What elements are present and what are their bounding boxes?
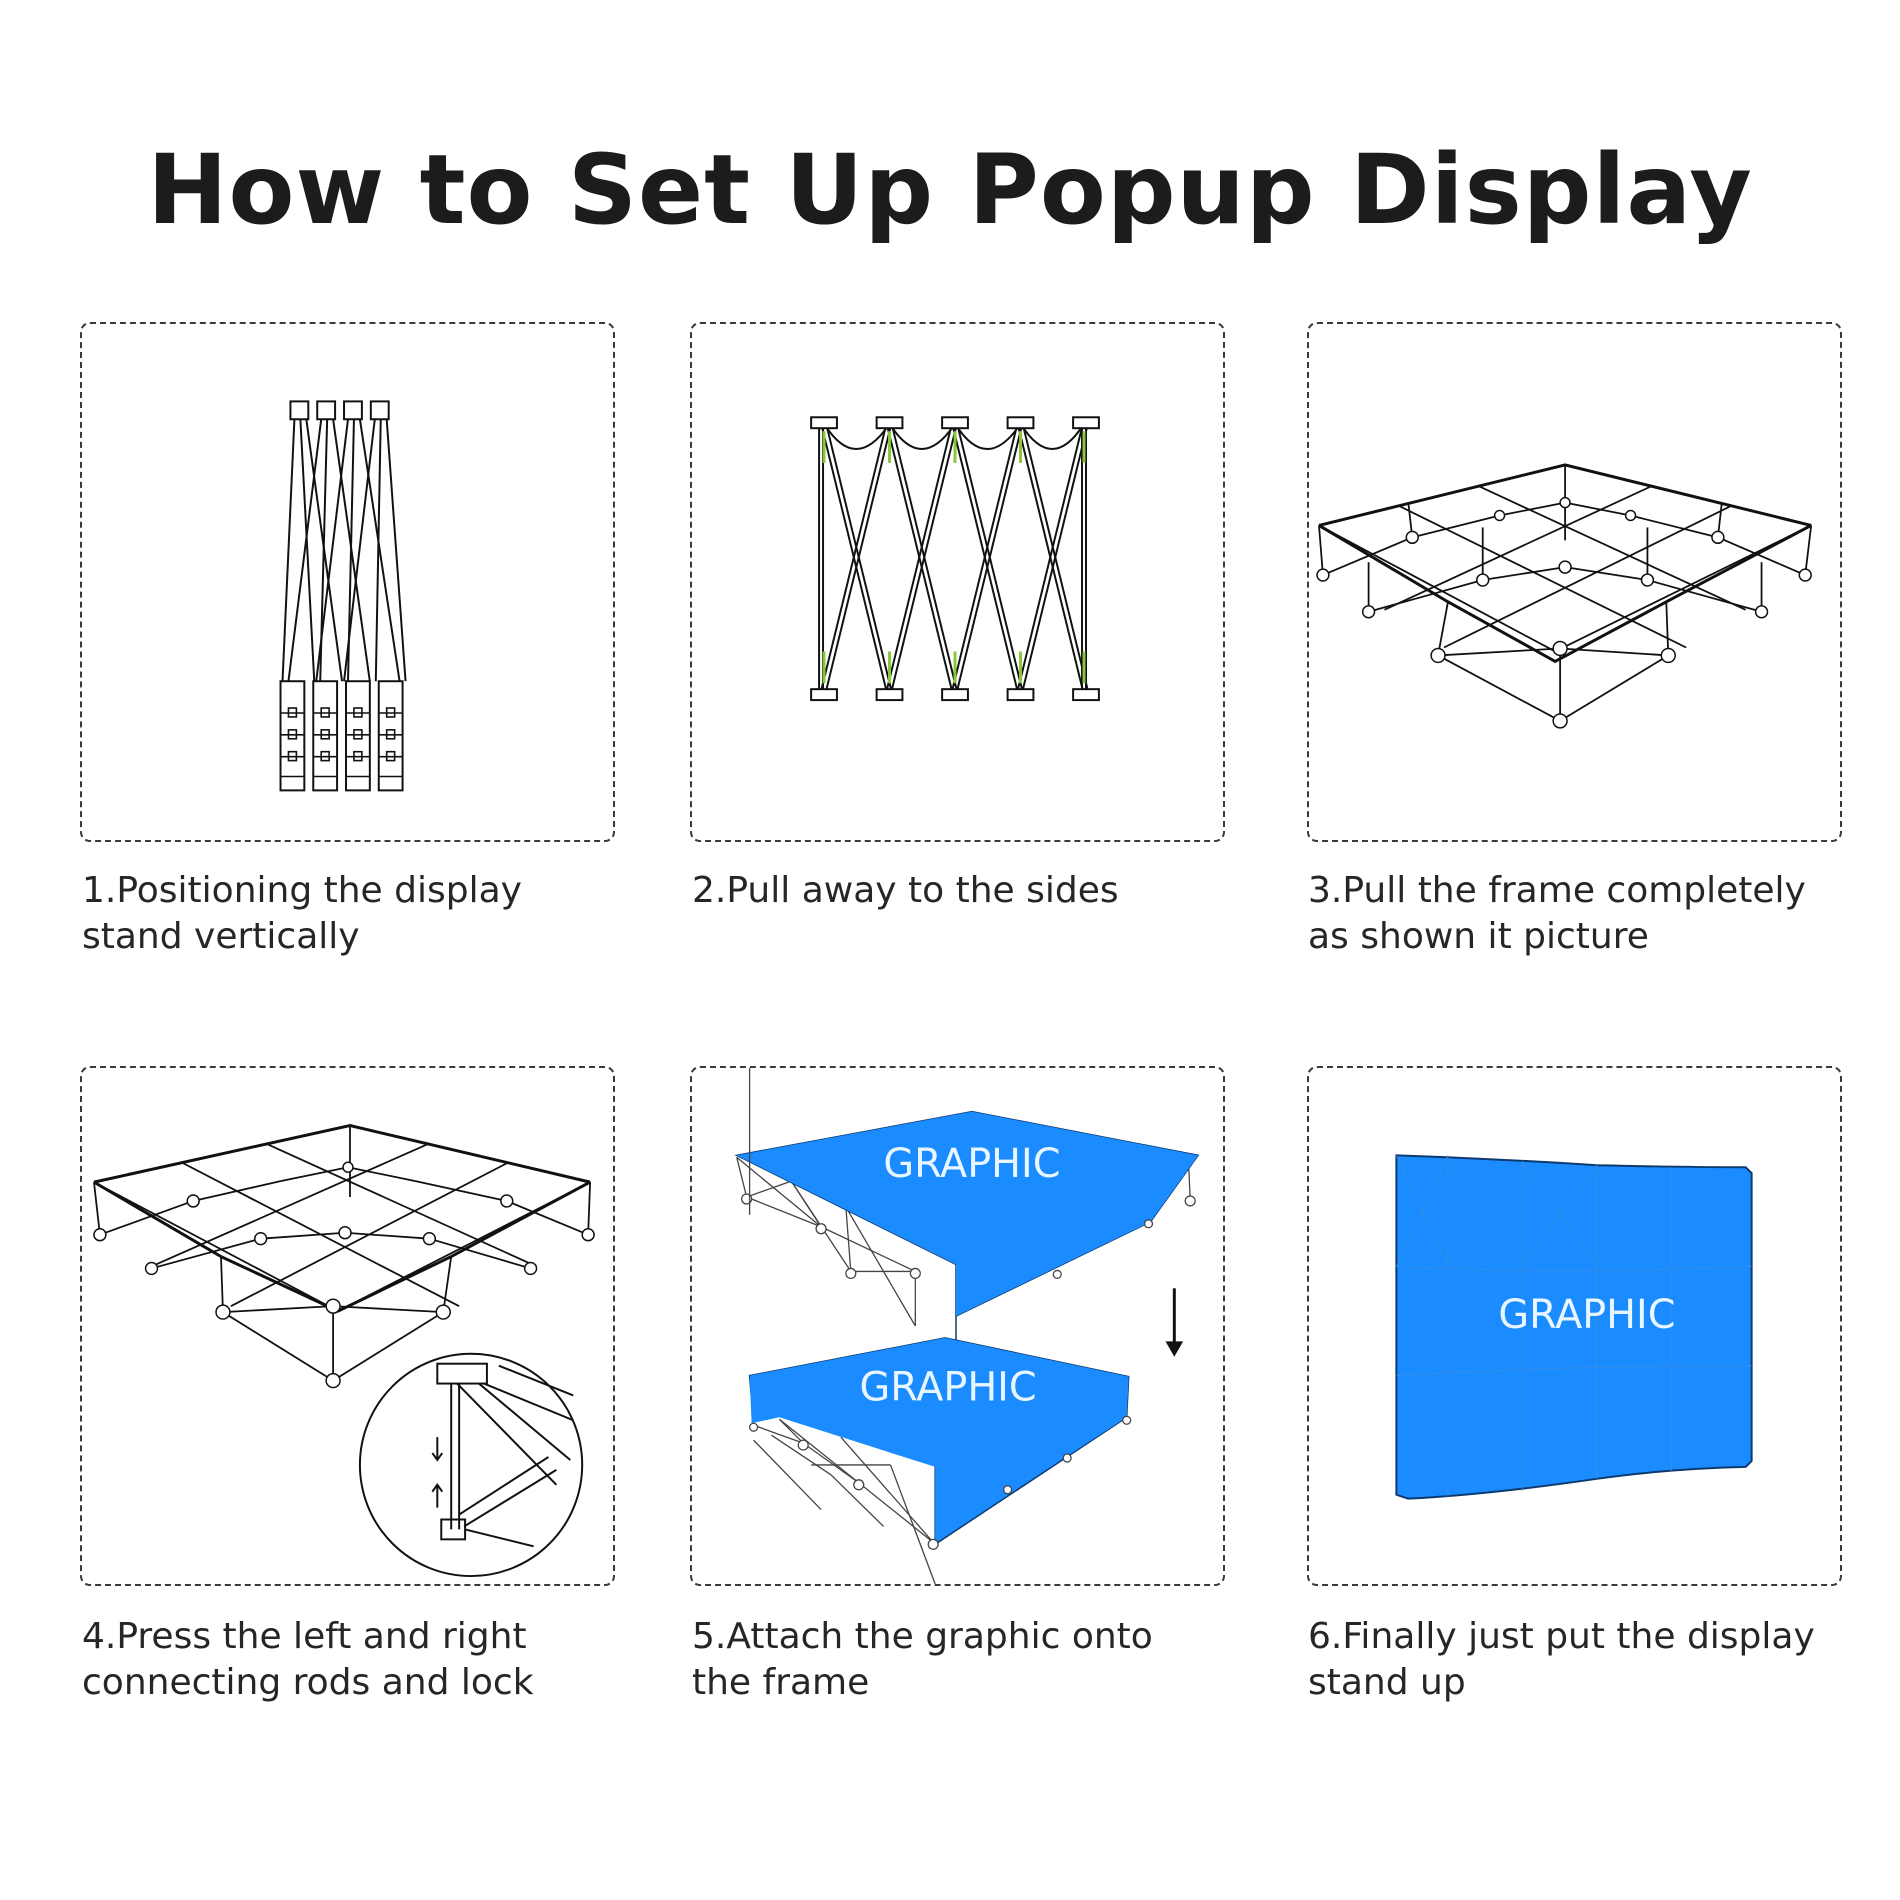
step-1-caption: 1.Positioning the display stand vertical… (82, 868, 642, 960)
step-6-caption-line2: stand up (1308, 1662, 1466, 1703)
step-3-caption: 3.Pull the frame completely as shown it … (1308, 868, 1868, 960)
step-6-illustration: GRAPHIC (1307, 1066, 1842, 1586)
step-3-illustration (1307, 322, 1842, 842)
graphic-label: GRAPHIC (1498, 1292, 1675, 1338)
step-1-illustration (80, 322, 615, 842)
folded-frame-icon (279, 400, 407, 792)
step-4-illustration (80, 1066, 615, 1586)
graphic-attach-icon: GRAPHIC GRAPHIC (734, 1068, 1200, 1584)
step-5-illustration: GRAPHIC GRAPHIC (690, 1066, 1225, 1586)
scissor-frame-icon (810, 416, 1100, 702)
step-4-caption: 4.Press the left and right connecting ro… (82, 1614, 642, 1706)
step-4-caption-line2: connecting rods and lock (82, 1662, 534, 1703)
step-3-caption-line2: as shown it picture (1308, 916, 1649, 957)
page-title: How to Set Up Popup Display (147, 134, 1753, 246)
step-2-caption-line1: 2.Pull away to the sides (692, 870, 1119, 911)
graphic-label-top: GRAPHIC (883, 1141, 1060, 1187)
open-frame-icon (1316, 463, 1813, 729)
step-1-caption-line2: stand vertically (82, 916, 360, 957)
step-2-illustration (690, 322, 1225, 842)
lock-detail-magnifier (358, 1352, 584, 1578)
step-5-caption: 5.Attach the graphic onto the frame (692, 1614, 1252, 1706)
graphic-label-bottom: GRAPHIC (860, 1364, 1037, 1410)
step-6-caption: 6.Finally just put the display stand up (1308, 1614, 1868, 1706)
step-5-caption-line2: the frame (692, 1662, 870, 1703)
step-4-caption-line1: 4.Press the left and right (82, 1616, 527, 1657)
arrow-down-icon (1165, 1288, 1184, 1357)
step-2-caption: 2.Pull away to the sides (692, 868, 1252, 914)
step-6-caption-line1: 6.Finally just put the display (1308, 1616, 1815, 1657)
step-5-caption-line1: 5.Attach the graphic onto (692, 1616, 1153, 1657)
standing-display-icon: GRAPHIC (1395, 1154, 1753, 1500)
step-1-caption-line1: 1.Positioning the display (82, 870, 522, 911)
frame-lock-icon (93, 1124, 595, 1578)
step-3-caption-line1: 3.Pull the frame completely (1308, 870, 1806, 911)
